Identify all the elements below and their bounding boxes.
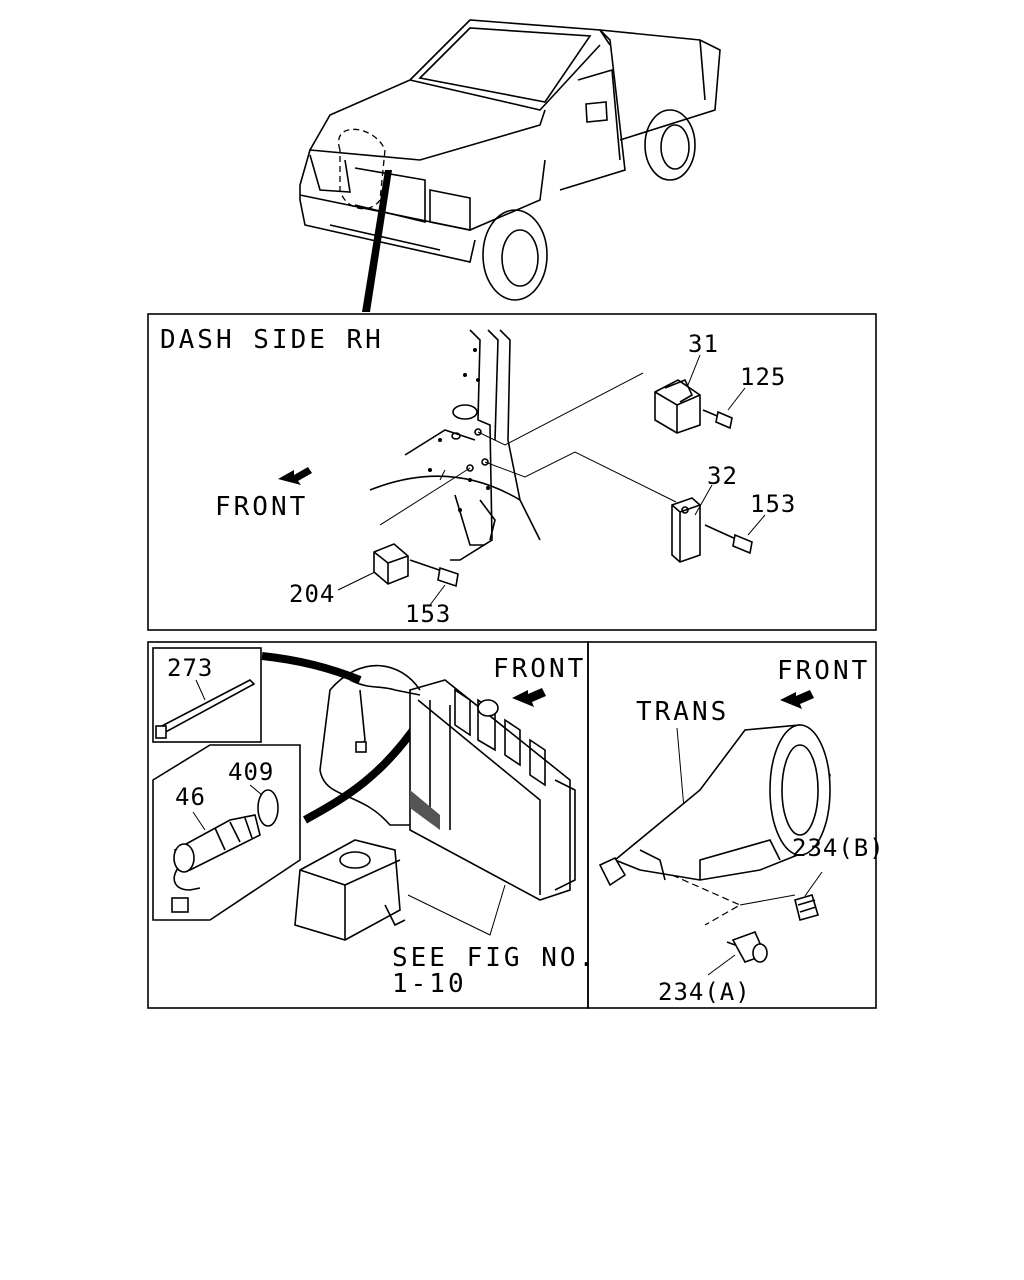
label-125: 125 bbox=[740, 363, 786, 391]
bolt-icon bbox=[704, 524, 753, 555]
bolt-icon bbox=[702, 409, 733, 430]
sensor-234b-icon bbox=[794, 894, 820, 921]
bolt-icon bbox=[409, 559, 459, 588]
front-label: FRONT bbox=[493, 654, 586, 684]
label-46: 46 bbox=[175, 783, 206, 811]
panel-border bbox=[147, 313, 877, 631]
relay-31-icon bbox=[654, 378, 701, 434]
label-153-upper: 153 bbox=[750, 490, 796, 518]
dash-side-panel: DASH SIDE RH FRONT 31 bbox=[147, 313, 877, 631]
panel-title: DASH SIDE RH bbox=[160, 325, 384, 355]
label-32: 32 bbox=[707, 462, 738, 490]
transmission-icon bbox=[598, 724, 831, 887]
see-fig-number: 1-10 bbox=[392, 969, 467, 999]
relay-32-icon bbox=[671, 497, 701, 563]
label-273: 273 bbox=[167, 654, 213, 682]
radiator-panel: 273 409 46 FRONT bbox=[147, 641, 597, 1009]
label-153-lower: 153 bbox=[405, 600, 451, 628]
trans-label: TRANS bbox=[636, 697, 729, 727]
label-409: 409 bbox=[228, 758, 274, 786]
front-arrow-icon bbox=[512, 688, 546, 707]
label-234a: 234(A) bbox=[658, 978, 751, 1006]
transmission-panel: FRONT TRANS 234(B) 234(A) bbox=[587, 641, 885, 1009]
relay-204-icon bbox=[373, 543, 409, 585]
front-label: FRONT bbox=[215, 492, 308, 522]
front-label: FRONT bbox=[777, 656, 870, 686]
reservoir-tank-icon bbox=[294, 839, 406, 941]
label-234b: 234(B) bbox=[792, 834, 885, 862]
inset-273 bbox=[152, 647, 262, 743]
truck-illustration bbox=[299, 19, 721, 312]
see-fig-text: SEE FIG NO. bbox=[392, 943, 597, 973]
radiator-icon bbox=[409, 679, 576, 901]
label-204: 204 bbox=[289, 580, 335, 608]
front-arrow-icon bbox=[278, 467, 312, 485]
front-arrow-icon bbox=[780, 690, 814, 709]
inset-46 bbox=[152, 744, 301, 921]
sensor-icon bbox=[171, 814, 261, 913]
panel-border bbox=[587, 641, 877, 1009]
sensor-234a-icon bbox=[726, 930, 768, 963]
label-31: 31 bbox=[688, 330, 719, 358]
clip-icon bbox=[155, 679, 256, 739]
